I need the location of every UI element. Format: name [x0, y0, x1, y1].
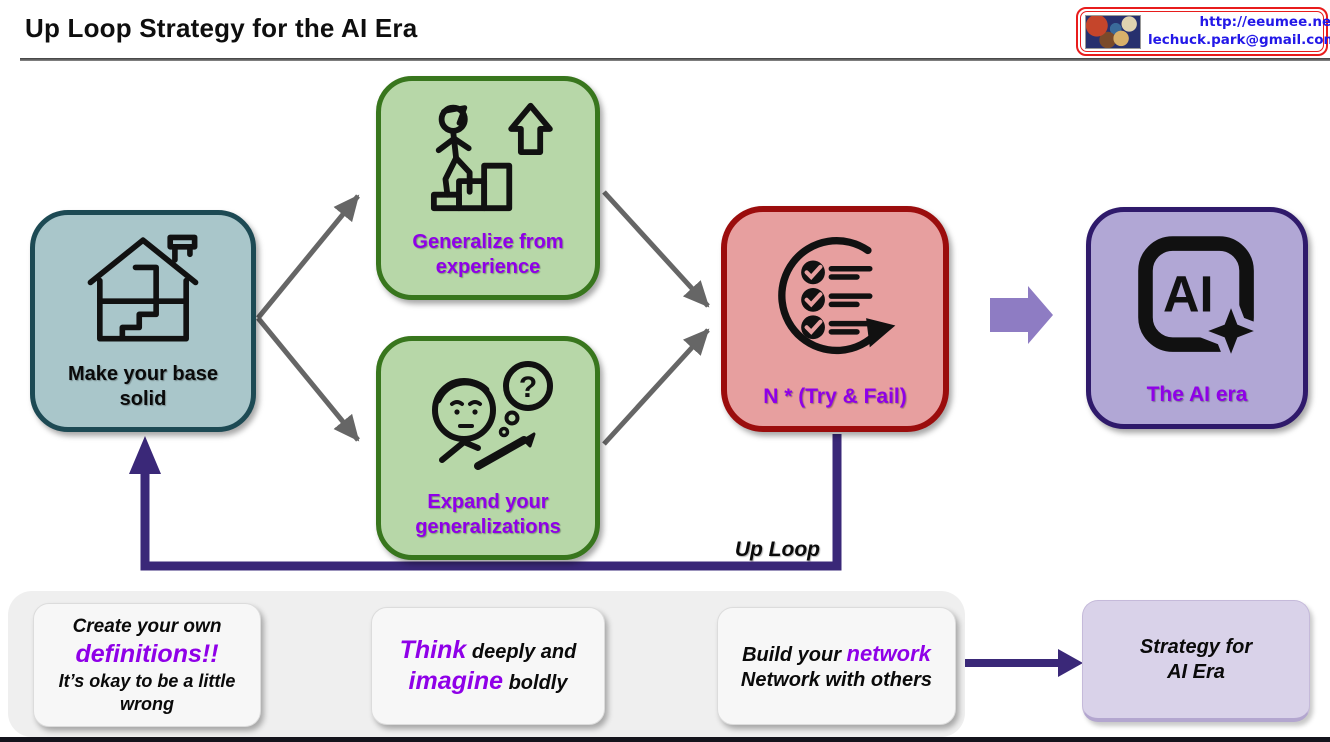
node-label: Generalize from experience	[412, 231, 564, 278]
node-generalize-from-experience: Generalize from experience	[376, 76, 600, 300]
title-divider	[20, 58, 1330, 61]
card-line-highlight: definitions!!	[75, 639, 219, 668]
node-label: Make your base solid	[67, 363, 219, 410]
arrow-base-to-expand	[256, 316, 360, 442]
highlight-word: network	[846, 640, 931, 666]
node-label: N * (Try & Fail)	[763, 385, 907, 409]
page-title: Up Loop Strategy for the AI Era	[25, 13, 418, 43]
card-text: Build your	[742, 643, 847, 666]
person-climbing-stairs-icon	[381, 81, 595, 230]
card-think-imagine: Think deeply and imagine boldly	[371, 607, 605, 725]
card-strategy-for-ai-era: Strategy for AI Era	[1082, 600, 1310, 722]
up-loop-arrowhead-icon	[129, 436, 161, 474]
author-url: http://eeumee.net	[1199, 13, 1330, 30]
arrow-network-to-strategy-head-icon	[1058, 649, 1083, 677]
node-label: Expand your generalizations	[415, 491, 561, 538]
card-build-network: Build your network Network with others	[717, 607, 956, 725]
arrow-generalize-to-tryfail	[602, 190, 710, 308]
up-loop-label: Up Loop	[734, 538, 820, 561]
author-badge-inner: http://eeumee.net lechuck.park@gmail.com	[1080, 11, 1330, 52]
card-line: Create your own	[72, 616, 222, 637]
node-try-and-fail: N * (Try & Fail)	[721, 206, 949, 432]
highlight-word: Think	[399, 635, 467, 664]
card-line: Think deeply and	[400, 635, 577, 666]
node-expand-your-generalizations: ? Expand your generalizations	[376, 336, 600, 560]
ai-glyph: AI	[1163, 266, 1214, 323]
highlight-word: imagine	[408, 667, 504, 695]
card-line: It’s okay to be a little wrong	[58, 671, 236, 714]
card-line: imagine boldly	[409, 666, 568, 697]
card-line: Strategy for	[1139, 635, 1253, 658]
card-line: Build your network	[742, 640, 931, 668]
thinking-person-icon: ?	[381, 341, 595, 490]
card-line: Network with others	[740, 668, 933, 691]
bottom-border-bar	[0, 737, 1330, 742]
card-line: AI Era	[1167, 660, 1225, 683]
question-mark-glyph: ?	[519, 371, 537, 404]
card-text: deeply and	[466, 640, 577, 663]
author-badge: http://eeumee.net lechuck.park@gmail.com	[1076, 7, 1330, 56]
house-icon	[35, 215, 251, 362]
up-loop-line	[140, 434, 842, 571]
card-text: boldly	[503, 672, 568, 694]
author-contact: http://eeumee.net lechuck.park@gmail.com	[1148, 14, 1330, 49]
node-make-base-solid: Make your base solid	[30, 210, 256, 432]
ai-sparkle-icon: AI	[1091, 212, 1303, 382]
node-the-ai-era: AI The AI era	[1086, 207, 1308, 429]
author-avatar-image	[1085, 14, 1141, 49]
checklist-loop-icon	[727, 212, 943, 384]
node-label: The AI era	[1146, 383, 1248, 407]
arrow-expand-to-tryfail	[602, 328, 710, 446]
card-create-definitions: Create your own definitions!! It’s okay …	[33, 603, 261, 727]
arrow-base-to-generalize	[256, 194, 360, 320]
author-email: lechuck.park@gmail.com	[1148, 31, 1330, 48]
block-arrow-tryfail-to-aiera	[990, 286, 1053, 344]
